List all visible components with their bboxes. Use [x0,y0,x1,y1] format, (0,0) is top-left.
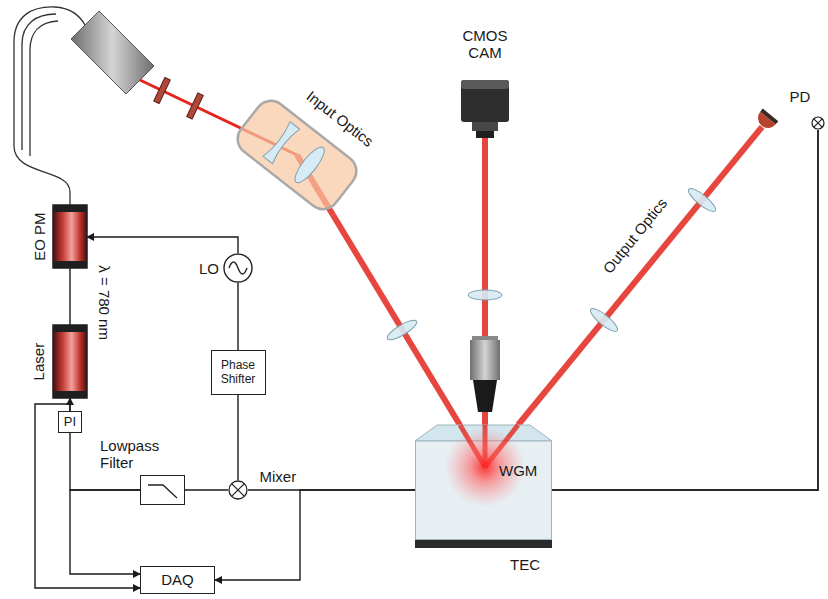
node-label: LO [199,260,219,277]
free-label: Output Optics [599,194,670,276]
figure-path [30,21,58,156]
figure-rect [760,109,778,125]
node-label: EO PM [31,212,48,260]
input-optics: Input Optics [230,95,365,215]
node-label: Lowpass Filter [100,438,166,471]
objective-tip [473,380,497,412]
figure-rect [461,80,509,89]
phase-modulator: EO PM [53,205,87,268]
figure-rect [53,325,87,398]
mixer-symbol-shape [228,480,248,500]
laser-diode-shape [53,325,87,398]
node-label: Laser [30,342,47,380]
phase-modulator-shape [53,205,87,268]
node-label: Phase Shifter [216,359,260,387]
figure-path [229,262,247,274]
figure-g [754,109,778,132]
microscope-objective [470,340,500,380]
figure-rect [461,80,509,122]
figure-rect [53,325,87,332]
waveplate [187,93,204,119]
lens [468,290,502,300]
figure-rect [53,205,87,268]
node-label: DAQ [161,571,194,588]
signal-wire [185,489,228,490]
figure-circle [812,117,824,129]
signal-wire [87,237,238,253]
resonator-cuvette-shape [415,425,552,540]
camera: CMOS CAM [453,22,517,138]
laser-beam [518,127,762,425]
figure-rect [415,540,552,548]
waveplate [154,77,171,103]
figure-rect [53,205,87,268]
node-label: CMOS CAM [457,27,513,62]
figure-path [22,14,56,150]
figure-rect [53,391,87,398]
signal-wire [237,395,238,480]
node-label: PD [790,88,811,105]
lens [588,305,621,334]
laser-beam [333,215,460,425]
figure-ellipse [291,143,329,186]
figure-path [148,485,177,498]
process-box: DAQ [140,566,215,594]
tec-plate: TEC [415,540,552,548]
figure-path [232,484,245,497]
signal-wire [69,268,70,325]
process-box: Phase Shifter [211,350,266,395]
laser-diode: Laser [53,325,87,398]
figure-rect [53,325,87,398]
photodiode: PD [756,86,826,130]
figure-rect [53,205,87,212]
node-label: PI [64,415,76,430]
tec-plate-shape [415,540,552,548]
figure-path [263,122,300,164]
signal-wire [35,404,140,588]
figure-rect [53,261,87,268]
free-label: λ = 780 nm [95,265,112,340]
oscillator-circle: LO [223,253,253,283]
filter-box: Lowpass Filter [140,475,185,505]
resonator-cuvette: WGM [415,425,552,540]
signal-wire [70,490,140,574]
mixer-symbol: Mixer [228,480,248,500]
lens [385,317,419,343]
oscillator-circle-shape [223,253,253,283]
figure-path [814,119,822,127]
figure-circle [229,481,247,499]
node-label: Mixer [260,468,297,485]
node-label: WGM [499,462,537,479]
filter-box-shape [141,476,186,506]
lens [686,185,719,214]
figure-rect [472,122,498,131]
figure-circle [224,254,252,282]
signal-wire [237,283,238,350]
figure-rect [476,131,494,138]
node-label: TEC [510,556,540,573]
process-box: PI [58,411,82,433]
